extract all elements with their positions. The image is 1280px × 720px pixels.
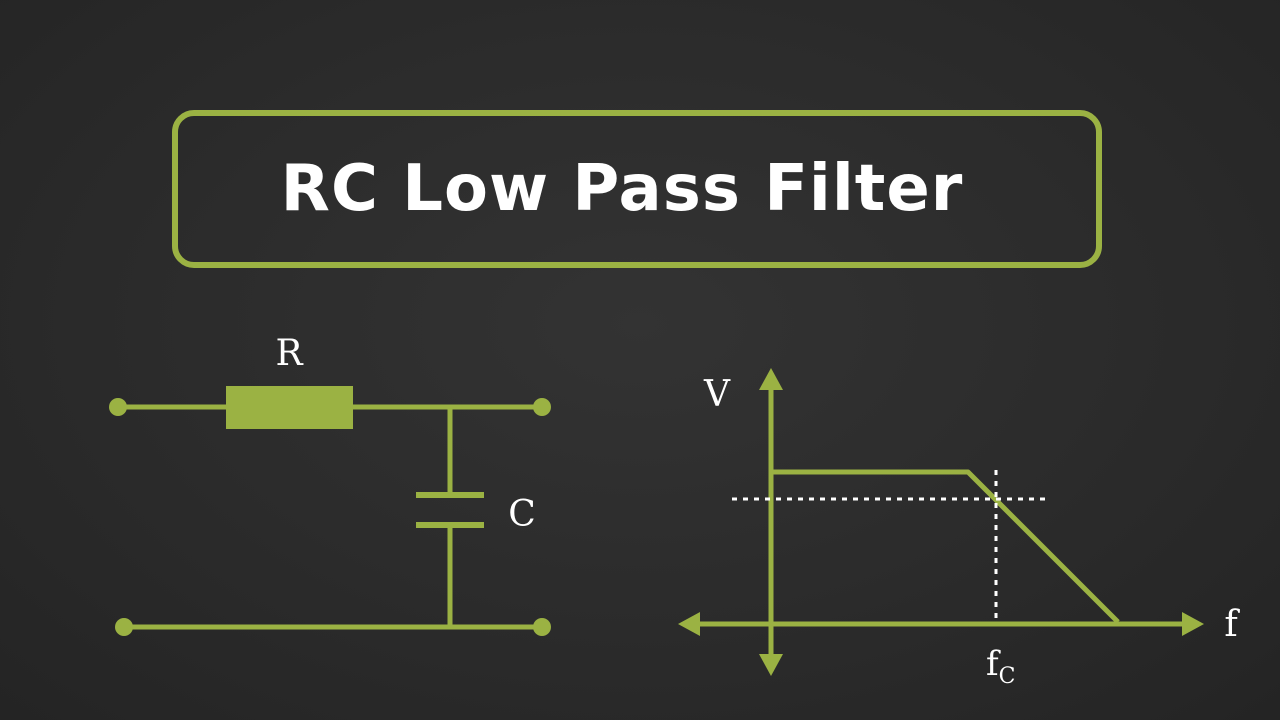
cutoff-label-subscript: C — [999, 664, 1016, 689]
x-axis-arrow-left — [678, 612, 700, 636]
y-axis-label: V — [703, 374, 731, 415]
y-axis-arrow-up — [759, 368, 783, 390]
x-axis-label: f — [1224, 604, 1240, 645]
terminal-top-right — [533, 398, 551, 416]
terminal-bottom-right — [533, 618, 551, 636]
title-frame: RC Low Pass Filter — [172, 110, 1102, 268]
resistor-label: R — [275, 333, 303, 374]
response-graph: V f fC — [678, 368, 1240, 689]
response-curve — [771, 469, 1120, 624]
resistor — [226, 386, 353, 429]
page-title: RC Low Pass Filter — [280, 152, 964, 226]
terminal-top-left — [109, 398, 127, 416]
cutoff-label-main: f — [986, 644, 1001, 684]
cutoff-frequency-label: fC — [986, 644, 1015, 689]
x-axis-arrow-right — [1182, 612, 1204, 636]
y-axis-arrow-down — [759, 654, 783, 676]
rc-circuit — [118, 404, 542, 630]
capacitor-label: C — [508, 494, 536, 535]
terminal-bottom-left — [115, 618, 133, 636]
